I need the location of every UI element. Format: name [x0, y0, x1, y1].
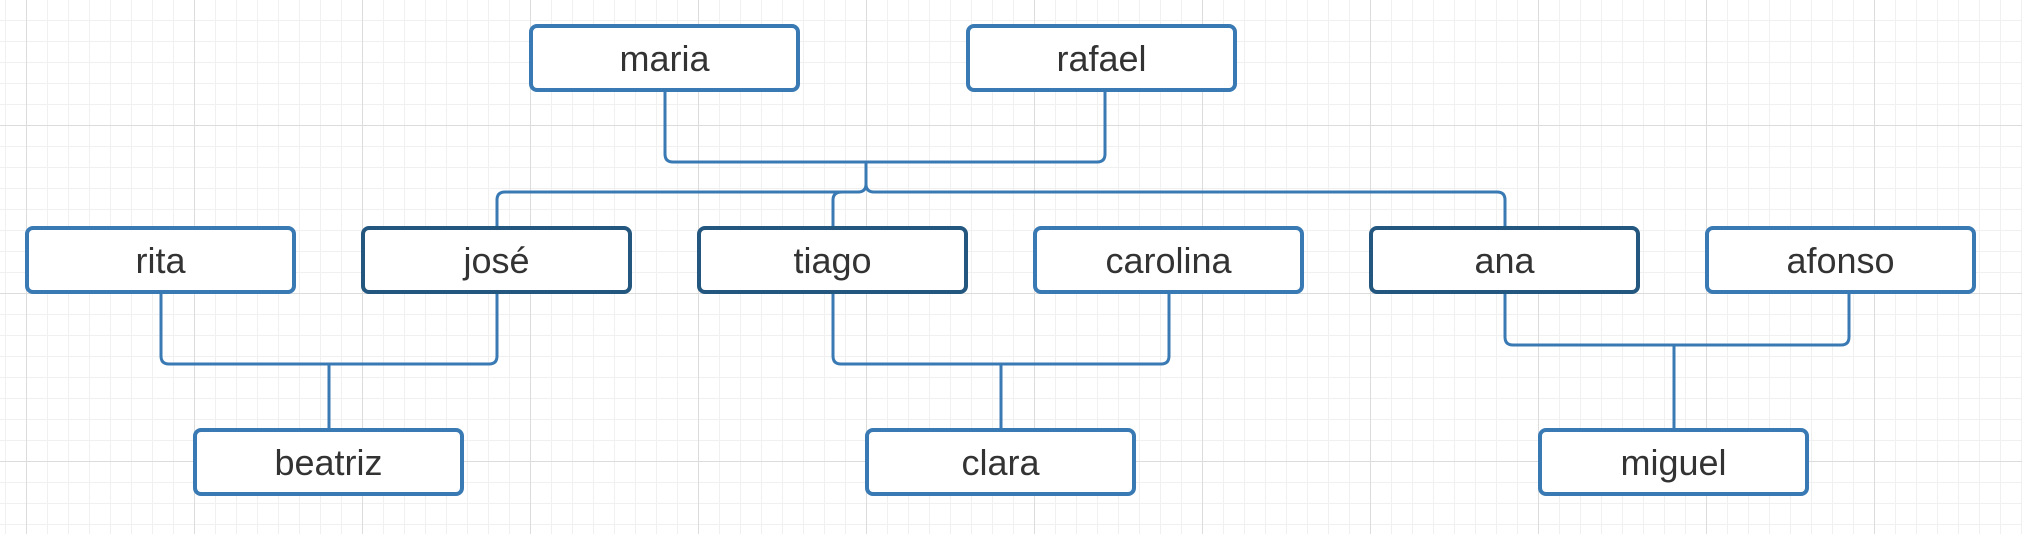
person-name: beatriz [274, 442, 383, 483]
person-name: tiago [793, 240, 872, 281]
person-name: rita [135, 240, 186, 281]
person-node-miguel[interactable]: miguel [1538, 428, 1809, 496]
person-name: carolina [1105, 240, 1232, 281]
person-node-afonso[interactable]: afonso [1705, 226, 1976, 294]
person-name: ana [1474, 240, 1535, 281]
person-node-maria[interactable]: maria [529, 24, 800, 92]
person-node-rafael[interactable]: rafael [966, 24, 1237, 92]
person-name: afonso [1786, 240, 1895, 281]
person-name: maria [619, 38, 710, 79]
person-name: josé [463, 240, 530, 281]
person-node-rita[interactable]: rita [25, 226, 296, 294]
person-name: miguel [1620, 442, 1727, 483]
person-node-clara[interactable]: clara [865, 428, 1136, 496]
person-node-tiago[interactable]: tiago [697, 226, 968, 294]
person-node-ana[interactable]: ana [1369, 226, 1640, 294]
person-name: clara [961, 442, 1040, 483]
person-node-beatriz[interactable]: beatriz [193, 428, 464, 496]
person-name: rafael [1056, 38, 1147, 79]
person-node-carolina[interactable]: carolina [1033, 226, 1304, 294]
person-node-jose[interactable]: josé [361, 226, 632, 294]
